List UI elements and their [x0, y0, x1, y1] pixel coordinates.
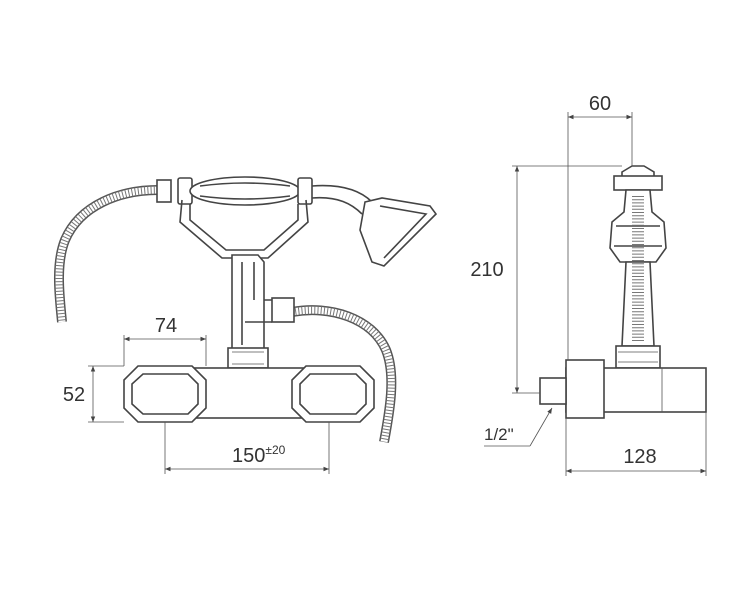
- right-hose: [291, 305, 397, 443]
- side-wall-flange: [565, 359, 605, 419]
- dim-side-width: 60: [567, 93, 633, 360]
- right-handle: [291, 365, 375, 423]
- mixer-body: [123, 365, 375, 423]
- side-view: 60 210 128 1/2": [470, 93, 707, 476]
- front-view: 74 52 150±20: [54, 176, 438, 474]
- handset: [177, 176, 438, 267]
- dim-handle-width: 74: [123, 315, 207, 366]
- side-top-collar: [613, 175, 663, 191]
- dim-label-150: 150±20: [232, 443, 286, 467]
- dim-label-thread: 1/2": [484, 425, 514, 444]
- thread-leader: 1/2": [484, 407, 553, 447]
- dim-label-128: 128: [623, 446, 656, 468]
- dim-body-height: 52: [63, 365, 124, 423]
- dim-label-52: 52: [63, 384, 85, 406]
- dim-total-height: 210: [470, 165, 622, 394]
- dim-label-210: 210: [470, 259, 503, 281]
- side-riser: [621, 261, 655, 347]
- side-riser-nut: [615, 345, 661, 369]
- riser: [231, 254, 295, 351]
- left-handle: [123, 365, 207, 423]
- side-inlet: [539, 377, 567, 405]
- riser-nut: [227, 347, 269, 369]
- left-hose-nut: [156, 179, 172, 203]
- dim-center-distance: 150±20: [164, 422, 330, 474]
- dim-label-60: 60: [589, 93, 611, 115]
- dim-depth: 128: [565, 412, 707, 476]
- dim-label-74: 74: [155, 315, 177, 337]
- hose-outlet-nut: [271, 297, 295, 323]
- left-hose: [54, 185, 159, 323]
